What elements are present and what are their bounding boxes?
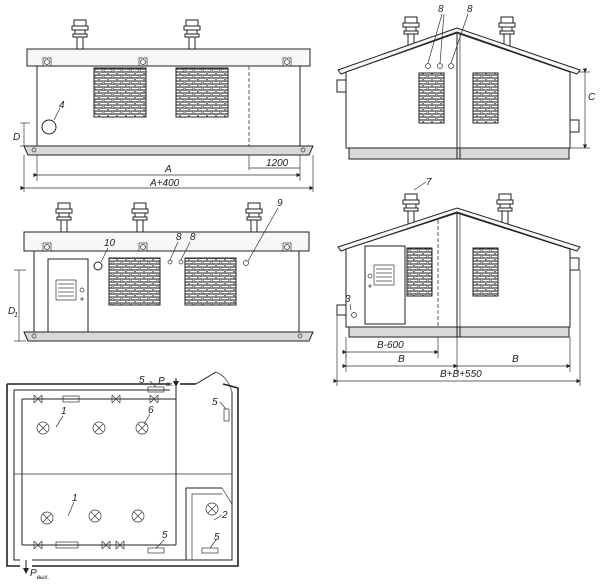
roof-vent	[402, 193, 420, 226]
callout-5: 5	[139, 375, 145, 386]
valve	[149, 394, 159, 404]
base-frame	[23, 145, 314, 156]
floor-plan-view: 5 P вх. P вых. 1 6 1 2 5 5 5	[6, 371, 239, 581]
dimension-d1-subscript: 1	[14, 312, 18, 319]
side-elevation-door-view: 7 3 B-600	[333, 177, 581, 386]
valve	[33, 394, 43, 404]
valve	[101, 540, 111, 550]
window	[175, 67, 229, 118]
heater-symbol	[88, 509, 102, 523]
window	[108, 257, 161, 306]
window	[184, 257, 237, 306]
dimension-d-label: D	[13, 132, 20, 143]
callout-8: 8	[438, 4, 444, 15]
wall	[36, 65, 301, 147]
valve	[111, 394, 121, 404]
dimension-bb550-label: B+B+550	[440, 369, 482, 380]
callout-8: 8	[176, 232, 182, 243]
pressure-in-subscript: вх.	[166, 382, 174, 388]
front-elevation-view: 4 D A 1200 A+400	[13, 19, 314, 192]
inlet-fitting	[41, 119, 57, 135]
window	[418, 72, 445, 124]
valve	[33, 540, 43, 550]
callout-8: 8	[190, 232, 196, 243]
window	[472, 247, 499, 297]
filter	[55, 541, 79, 549]
callout-1: 1	[61, 406, 67, 417]
front-elevation-door-view: 10 8 8 9 D 1	[8, 198, 314, 342]
heater-symbol	[36, 421, 50, 435]
roof-vent	[71, 19, 89, 50]
pressure-out-subscript: вых.	[37, 575, 49, 581]
base-frame	[348, 326, 570, 338]
pressure-out-label: P	[30, 568, 37, 579]
callout-3: 3	[345, 294, 351, 305]
heater-symbol	[131, 509, 145, 523]
dimension-a-label: A	[164, 164, 172, 175]
heater-symbol	[135, 421, 149, 435]
valve	[115, 540, 125, 550]
side-elevation-view: 8 8 C	[336, 4, 596, 160]
callout-5: 5	[212, 397, 218, 408]
dimension-b-left-label: B	[398, 354, 405, 365]
callout-8: 8	[467, 4, 473, 15]
door	[47, 258, 89, 333]
roof-slab	[23, 231, 310, 252]
heater-symbol	[40, 511, 54, 525]
filter	[62, 395, 80, 403]
gable-wall	[345, 32, 571, 149]
window	[93, 67, 147, 118]
dimension-b600-label: B-600	[377, 340, 404, 351]
gable-roof	[337, 27, 581, 75]
roof-vent	[55, 202, 73, 233]
callout-1: 1	[72, 493, 78, 504]
callout-7: 7	[426, 177, 432, 188]
callout-5: 5	[162, 530, 168, 541]
dimension-d1-label: D	[8, 306, 15, 317]
roof-vent	[131, 202, 149, 233]
roof-vent	[496, 193, 514, 226]
dimension-c-label: C	[588, 92, 596, 103]
base-frame	[348, 147, 570, 160]
callout-10: 10	[104, 238, 116, 249]
dimension-a400-label: A+400	[149, 178, 180, 189]
gable-roof	[337, 207, 581, 252]
heater-symbol	[92, 421, 106, 435]
heater-symbol	[205, 502, 219, 516]
window	[472, 72, 499, 124]
base-frame	[23, 331, 314, 342]
dimension-b-right-label: B	[512, 354, 519, 365]
window	[406, 247, 433, 297]
pressure-in-label: P	[158, 376, 165, 387]
callout-4: 4	[59, 100, 65, 111]
callout-6: 6	[148, 405, 154, 416]
roof-slab	[26, 48, 311, 67]
callout-9: 9	[277, 198, 283, 209]
dimension-1200-label: 1200	[266, 158, 289, 169]
roof-vent	[245, 202, 263, 233]
callout-5: 5	[214, 532, 220, 543]
callout-2: 2	[221, 510, 228, 521]
roof-vent	[183, 19, 201, 50]
